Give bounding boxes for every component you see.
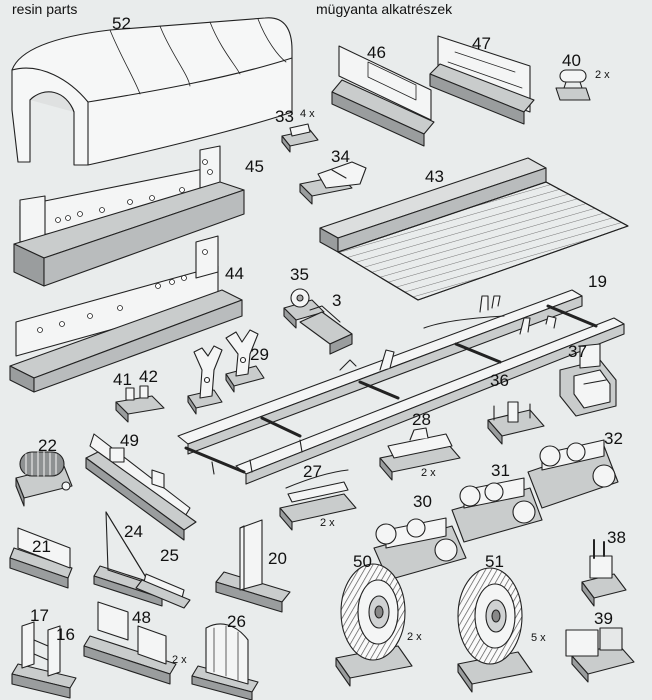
part-31-axle bbox=[451, 477, 543, 543]
part-46-side-panel bbox=[331, 45, 435, 147]
part-label: 43 bbox=[425, 167, 444, 186]
part-label: 42 bbox=[139, 367, 158, 386]
part-label: 48 bbox=[132, 608, 151, 627]
part-34-small-part bbox=[299, 161, 367, 205]
part-label: 45 bbox=[245, 157, 264, 176]
part-label: 46 bbox=[367, 43, 386, 62]
part-40-small-cylinder bbox=[555, 69, 591, 101]
part-label: 17 bbox=[30, 606, 49, 625]
part-label: 19 bbox=[588, 272, 607, 291]
part-49-bumper bbox=[85, 433, 197, 541]
part-label: 52 bbox=[112, 14, 131, 33]
part-19-chassis-frame bbox=[177, 289, 625, 485]
part-38-small-block bbox=[581, 539, 627, 607]
part-label: 36 bbox=[490, 371, 509, 390]
part-quantity: 2 x bbox=[407, 631, 422, 643]
part-3-angled-piece bbox=[299, 305, 353, 355]
part-label: 34 bbox=[331, 147, 350, 166]
part-label: 32 bbox=[604, 429, 623, 448]
part-label: 20 bbox=[268, 549, 287, 568]
part-label: 25 bbox=[160, 546, 179, 565]
part-label: 33 bbox=[275, 107, 294, 126]
part-32-axle bbox=[527, 439, 619, 509]
part-label: 21 bbox=[32, 537, 51, 556]
part-label: 28 bbox=[412, 410, 431, 429]
part-label: 37 bbox=[568, 342, 587, 361]
part-36-small-bracket bbox=[487, 401, 545, 445]
part-27-leaf-spring bbox=[279, 469, 357, 531]
part-label: 51 bbox=[485, 552, 504, 571]
part-51-wheel bbox=[457, 567, 533, 693]
part-label: 39 bbox=[594, 609, 613, 628]
part-30-axle bbox=[373, 517, 467, 581]
part-quantity: 4 x bbox=[300, 108, 315, 120]
part-17-16-frames bbox=[11, 621, 77, 699]
part-41-42-small-parts bbox=[115, 385, 165, 423]
part-label: 41 bbox=[113, 370, 132, 389]
part-quantity: 2 x bbox=[320, 517, 335, 529]
part-label: 50 bbox=[353, 552, 372, 571]
part-52-tarp-canopy bbox=[11, 17, 293, 166]
part-28-leaf-spring bbox=[379, 427, 461, 481]
part-label: 27 bbox=[303, 462, 322, 481]
part-label: 49 bbox=[120, 431, 139, 450]
part-29-brackets bbox=[187, 329, 265, 415]
part-label: 35 bbox=[290, 265, 309, 284]
part-label: 44 bbox=[225, 264, 244, 283]
part-26-curved-panel bbox=[191, 623, 259, 700]
part-45-side-board bbox=[13, 145, 245, 287]
part-50-wheel bbox=[335, 563, 413, 687]
part-label: 31 bbox=[491, 461, 510, 480]
part-quantity: 2 x bbox=[172, 654, 187, 666]
part-label: 38 bbox=[607, 528, 626, 547]
part-24-25-frames bbox=[93, 511, 191, 609]
part-39-block bbox=[565, 627, 635, 683]
part-label: 3 bbox=[332, 291, 342, 310]
part-label: 29 bbox=[250, 345, 269, 364]
part-label: 40 bbox=[562, 51, 581, 70]
part-35-bracket bbox=[283, 288, 325, 329]
part-label: 16 bbox=[56, 625, 75, 644]
part-43-platform-deck bbox=[319, 157, 629, 301]
part-quantity: 5 x bbox=[531, 632, 546, 644]
part-33-small-part bbox=[281, 123, 319, 153]
part-44-side-board bbox=[9, 235, 243, 393]
part-47-side-panel bbox=[429, 35, 535, 125]
part-20-upright-panel bbox=[215, 519, 291, 613]
part-37-box-part bbox=[559, 343, 617, 417]
part-quantity: 2 x bbox=[421, 467, 436, 479]
part-label: 26 bbox=[227, 612, 246, 631]
part-label: 24 bbox=[124, 522, 143, 541]
part-label: 47 bbox=[472, 34, 491, 53]
part-label: 22 bbox=[38, 436, 57, 455]
part-22-drum bbox=[15, 451, 73, 507]
part-21-panel bbox=[9, 527, 73, 589]
part-48-plates bbox=[83, 601, 177, 685]
part-quantity: 2 x bbox=[595, 69, 610, 81]
header-left-title: resin parts bbox=[12, 1, 78, 17]
header-right-title: mügyanta alkatrészek bbox=[316, 1, 453, 17]
part-label: 30 bbox=[413, 492, 432, 511]
